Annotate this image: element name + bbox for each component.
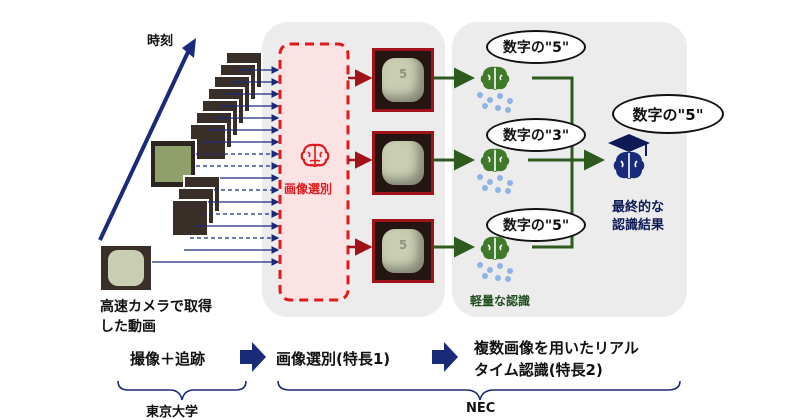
brain-icon	[478, 64, 512, 94]
brain-icon	[299, 142, 331, 170]
selected-frame-2	[372, 131, 434, 195]
recognition-bubble-3: 数字の"5"	[486, 208, 586, 242]
brain-icon	[478, 146, 512, 176]
selected-frame-1: 5	[372, 48, 434, 112]
image-selection-box	[280, 44, 348, 300]
brace-tokyo	[118, 381, 246, 400]
final-result-line1: 最終的な	[612, 196, 664, 215]
image-selection-label: 画像選別	[284, 180, 332, 197]
lightweight-recognition-label: 軽量な認識	[470, 292, 530, 309]
video-caption-line2: した動画	[100, 316, 156, 336]
step-capture-tracking: 撮像＋追跡	[130, 348, 205, 369]
org-nec: NEC	[466, 401, 495, 416]
graduation-brain-icon	[606, 132, 652, 184]
recognition-bubble-2: 数字の"3"	[486, 118, 586, 152]
recognition-bubble-1: 数字の"5"	[486, 30, 586, 64]
selection-arrows	[348, 78, 370, 247]
brace-nec	[278, 381, 680, 400]
final-result-line2: 認識結果	[612, 214, 664, 233]
step-realtime-recognition-line2: タイム認識(特長2)	[474, 359, 603, 380]
step-realtime-recognition-line1: 複数画像を用いたリアル	[474, 337, 639, 358]
arrow-right-icon	[240, 342, 266, 372]
selected-frame-3: 5	[372, 219, 434, 283]
final-result-bubble: 数字の"5"	[612, 94, 724, 134]
recognition-arrows	[432, 78, 472, 247]
arrow-right-icon	[432, 342, 458, 372]
video-caption-line1: 高速カメラで取得	[100, 296, 212, 316]
time-label: 時刻	[147, 30, 173, 49]
video-frame-stack	[100, 52, 262, 291]
org-tokyo-university: 東京大学	[146, 401, 198, 420]
step-image-selection: 画像選別(特長1)	[276, 348, 390, 369]
